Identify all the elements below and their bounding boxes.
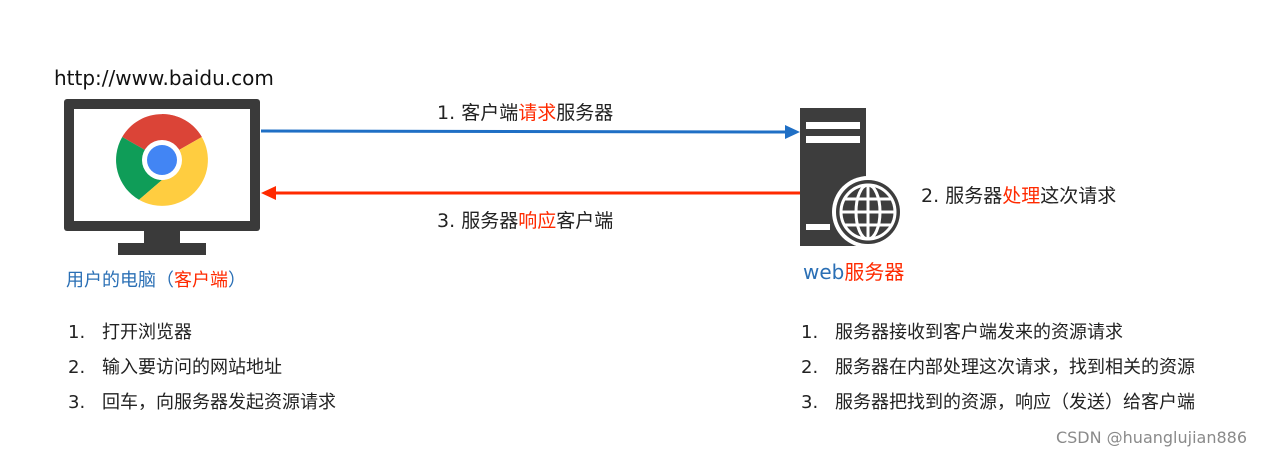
client-step-num: 3. bbox=[68, 392, 86, 413]
server-slot bbox=[806, 122, 860, 129]
response-label-post: 客户端 bbox=[556, 210, 614, 232]
client-step: 1. 打开浏览器 bbox=[68, 318, 336, 353]
client-steps: 1. 打开浏览器 2. 输入要访问的网站地址 3. 回车，向服务器发起资源请求 bbox=[68, 318, 336, 423]
client-caption-suffix: ） bbox=[228, 270, 246, 291]
client-step-text: 回车，向服务器发起资源请求 bbox=[102, 392, 336, 413]
server-caption-highlight: 服务器 bbox=[844, 260, 905, 284]
request-label-highlight: 请求 bbox=[518, 102, 557, 124]
chrome-icon bbox=[116, 114, 208, 206]
response-arrowhead bbox=[261, 186, 276, 200]
response-label-num: 3. bbox=[437, 210, 456, 232]
client-step-text: 打开浏览器 bbox=[102, 322, 192, 343]
computer-monitor-icon bbox=[64, 99, 260, 255]
client-caption-highlight: 客户端 bbox=[174, 270, 228, 291]
server-step: 1. 服务器接收到客户端发来的资源请求 bbox=[801, 318, 1195, 353]
client-step: 2. 输入要访问的网站地址 bbox=[68, 353, 336, 388]
process-label: 2. 服务器处理这次请求 bbox=[921, 181, 1116, 208]
globe-icon bbox=[832, 176, 904, 248]
watermark: CSDN @huanglujian886 bbox=[1055, 428, 1247, 447]
process-label-post: 这次请求 bbox=[1040, 185, 1117, 207]
client-step-text: 输入要访问的网站地址 bbox=[102, 357, 282, 378]
request-label-post: 服务器 bbox=[556, 102, 614, 124]
request-label-num: 1. bbox=[437, 102, 456, 124]
server-step-num: 2. bbox=[801, 357, 819, 378]
server-slot bbox=[806, 136, 860, 143]
client-caption-prefix: 用户的电脑（ bbox=[66, 270, 174, 291]
server-step-text: 服务器把找到的资源，响应（发送）给客户端 bbox=[835, 392, 1195, 413]
request-arrowhead bbox=[785, 125, 800, 139]
response-label-pre: 服务器 bbox=[461, 210, 519, 232]
request-arrow bbox=[260, 129, 788, 134]
client-step-num: 2. bbox=[68, 357, 86, 378]
client-step-num: 1. bbox=[68, 322, 86, 343]
response-label: 3. 服务器响应客户端 bbox=[437, 206, 613, 233]
server-steps: 1. 服务器接收到客户端发来的资源请求 2. 服务器在内部处理这次请求，找到相关的资… bbox=[801, 318, 1195, 423]
server-step-text: 服务器接收到客户端发来的资源请求 bbox=[835, 322, 1123, 343]
arrows-layer bbox=[260, 125, 803, 200]
server-caption-prefix: web bbox=[803, 260, 845, 284]
client-step: 3. 回车，向服务器发起资源请求 bbox=[68, 388, 336, 423]
process-label-pre: 服务器 bbox=[945, 185, 1003, 207]
server-step-num: 3. bbox=[801, 392, 819, 413]
server-step: 3. 服务器把找到的资源，响应（发送）给客户端 bbox=[801, 388, 1195, 423]
server-icon bbox=[800, 108, 904, 248]
monitor-base bbox=[118, 243, 206, 255]
request-label: 1. 客户端请求服务器 bbox=[437, 98, 613, 125]
response-label-highlight: 响应 bbox=[518, 210, 557, 232]
server-slot bbox=[806, 224, 830, 230]
request-label-pre: 客户端 bbox=[461, 102, 519, 124]
monitor-neck bbox=[144, 231, 180, 245]
server-step-num: 1. bbox=[801, 322, 819, 343]
client-caption: 用户的电脑（客户端） bbox=[66, 266, 246, 292]
client-url: http://www.baidu.com bbox=[54, 66, 274, 90]
server-caption: web服务器 bbox=[803, 256, 904, 285]
server-step: 2. 服务器在内部处理这次请求，找到相关的资源 bbox=[801, 353, 1195, 388]
process-label-num: 2. bbox=[921, 185, 940, 207]
process-label-highlight: 处理 bbox=[1002, 185, 1041, 207]
server-step-text: 服务器在内部处理这次请求，找到相关的资源 bbox=[835, 357, 1195, 378]
